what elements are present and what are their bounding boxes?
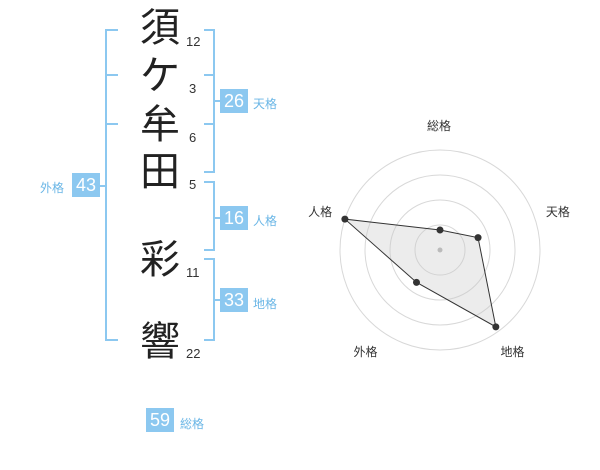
radar-point-3 — [412, 278, 420, 286]
radar-ring-4 — [339, 149, 541, 351]
soukaku-value: 59 — [146, 408, 174, 432]
stroke-count-4: 5 — [189, 177, 197, 192]
chikaku-value: 33 — [220, 288, 248, 312]
jinkaku-label: 人格 — [253, 214, 278, 228]
radar-point-2 — [492, 323, 500, 331]
name-char-6: 響 — [140, 319, 180, 365]
soukaku-label: 総格 — [180, 417, 205, 431]
jinkaku-bracket — [204, 181, 215, 251]
name-char-1: 須 — [140, 5, 180, 51]
chikaku-label: 地格 — [253, 297, 278, 311]
stroke-count-2: 3 — [189, 81, 197, 96]
radar-axis-label-1: 天格 — [545, 205, 570, 220]
radar-ring-2 — [389, 199, 491, 301]
jinkaku-value: 16 — [220, 206, 248, 230]
name-char-3: 牟 — [140, 102, 180, 148]
radar-point-4 — [341, 215, 349, 223]
radar-axis-label-4: 人格 — [308, 205, 333, 220]
gaikaku-label: 外格 — [40, 181, 65, 195]
tenkaku-value: 26 — [220, 89, 248, 113]
name-char-2: ケ — [140, 53, 180, 99]
stroke-count-6: 22 — [186, 346, 201, 361]
name-char-5: 彩 — [140, 237, 180, 283]
radar-center — [437, 247, 443, 253]
stroke-count-3: 6 — [189, 130, 197, 145]
radar-axis-label-2: 地格 — [500, 345, 525, 360]
radar-series-polygon — [343, 218, 497, 328]
name-char-4: 田 — [140, 149, 180, 195]
radar-axis-label-3: 外格 — [353, 345, 378, 360]
radar-ring-1 — [414, 224, 466, 276]
gaikaku-value: 43 — [72, 173, 100, 197]
radar-point-1 — [474, 234, 482, 242]
radar-ring-3 — [364, 174, 516, 326]
radar-axis-label-0: 総格 — [427, 119, 452, 133]
stroke-count-5: 11 — [186, 265, 200, 280]
stroke-count-1: 12 — [186, 34, 201, 49]
tenkaku-label: 天格 — [253, 97, 278, 111]
radar-point-0 — [436, 226, 444, 234]
